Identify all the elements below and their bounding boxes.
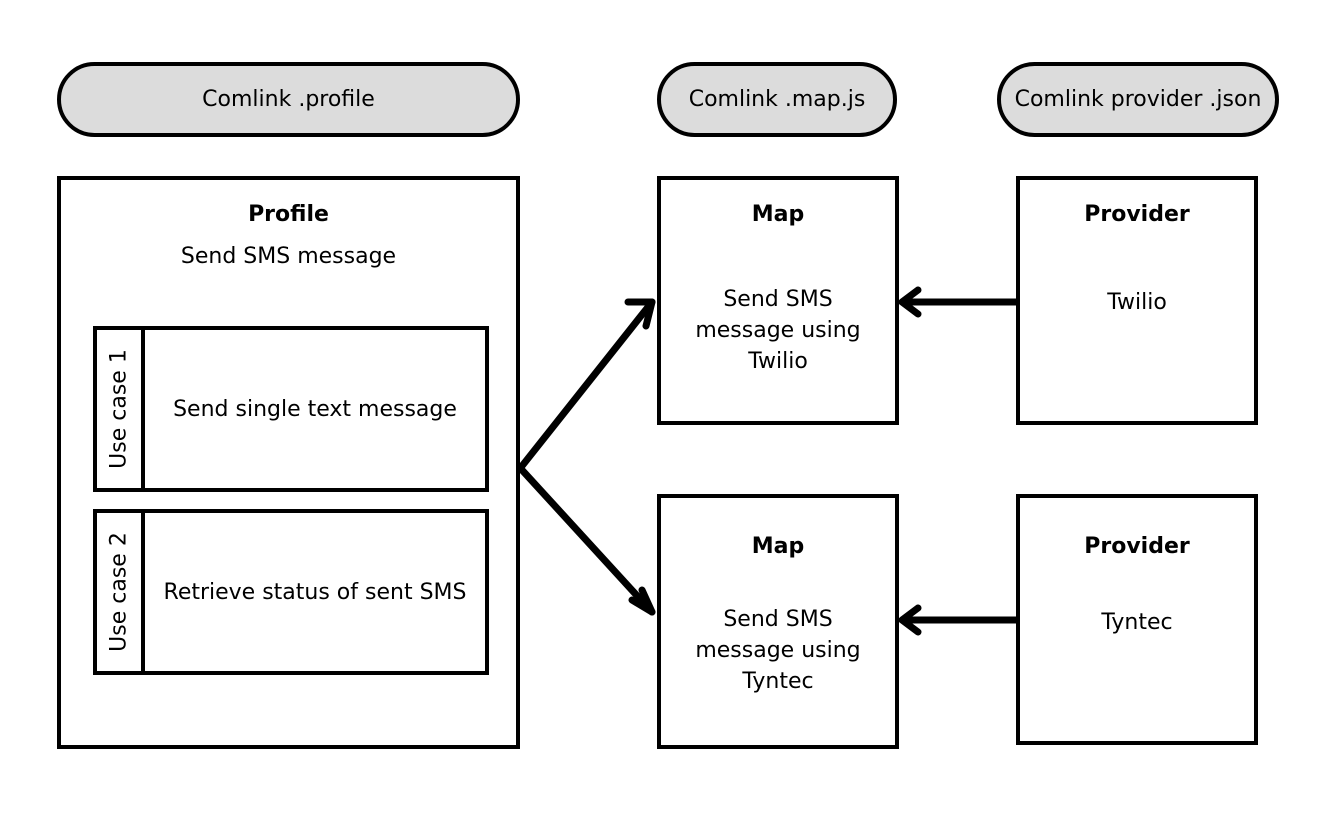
provider-box-twilio: Provider Twilio xyxy=(1016,176,1258,425)
map-line: Tyntec xyxy=(742,669,814,694)
map-line: message using xyxy=(695,638,861,663)
map-title: Map xyxy=(751,202,805,227)
profile-subtitle: Send SMS message xyxy=(180,244,397,269)
map-line: message using xyxy=(695,318,861,343)
arrow-profile-to-map-twilio xyxy=(518,298,656,470)
provider-title: Provider xyxy=(1084,202,1190,227)
provider-name: Tyntec xyxy=(1101,610,1173,635)
use-case-1-text: Send single text message xyxy=(173,396,457,422)
map-description: Send SMS message using Tyntec xyxy=(661,604,895,697)
profile-header-pill: Comlink .profile xyxy=(57,62,520,137)
map-header-label: Comlink .map.js xyxy=(688,87,866,112)
map-box-twilio: Map Send SMS message using Twilio xyxy=(657,176,899,425)
profile-title: Profile xyxy=(248,202,329,227)
map-header-pill: Comlink .map.js xyxy=(657,62,897,137)
map-title: Map xyxy=(751,534,805,559)
map-description: Send SMS message using Twilio xyxy=(661,284,895,377)
map-line: Send SMS xyxy=(723,607,833,632)
provider-header-label: Comlink provider .json xyxy=(1014,87,1262,112)
use-case-1-tab: Use case 1 xyxy=(97,330,145,488)
use-case-2-text: Retrieve status of sent SMS xyxy=(163,579,467,605)
arrowhead-map-twilio xyxy=(624,298,656,330)
provider-title: Provider xyxy=(1084,534,1190,559)
arrowhead-map-tyntec xyxy=(628,586,656,616)
arrowhead-provider-twilio xyxy=(898,286,922,318)
map-line: Send SMS xyxy=(723,287,833,312)
provider-header-pill: Comlink provider .json xyxy=(997,62,1279,137)
use-case-2-tab: Use case 2 xyxy=(97,513,145,671)
use-case-1: Use case 1 Send single text message xyxy=(93,326,489,492)
map-box-tyntec: Map Send SMS message using Tyntec xyxy=(657,494,899,749)
arrow-profile-to-map-tyntec xyxy=(518,466,656,616)
arrowhead-provider-tyntec xyxy=(898,604,922,636)
map-line: Twilio xyxy=(748,349,808,374)
profile-header-label: Comlink .profile xyxy=(202,87,375,112)
provider-name: Twilio xyxy=(1107,290,1167,315)
use-case-2: Use case 2 Retrieve status of sent SMS xyxy=(93,509,489,675)
profile-box: Profile Send SMS message Use case 1 Send… xyxy=(57,176,520,749)
